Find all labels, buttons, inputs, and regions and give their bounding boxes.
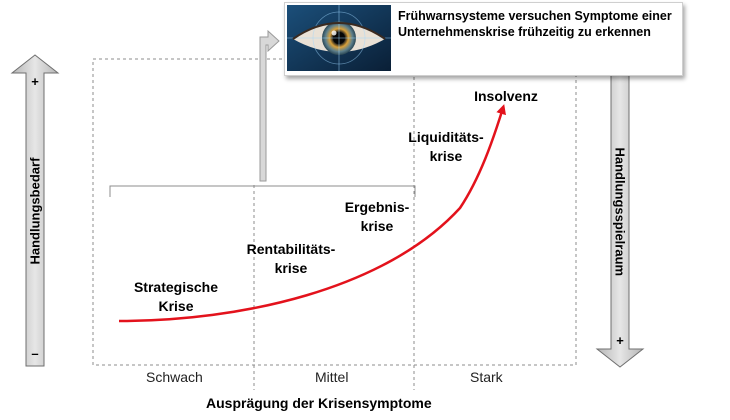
stage-label-line: Insolvenz bbox=[474, 88, 538, 104]
stage-label-insolvency: Insolvenz bbox=[458, 87, 554, 106]
left-axis-arrow bbox=[10, 54, 60, 367]
x-category-weak: Schwach bbox=[146, 369, 203, 385]
right-axis-title: Handlungsspielraum bbox=[612, 147, 628, 277]
stage-label-earnings-crisis: Ergebnis- krise bbox=[329, 198, 425, 236]
stage-label-profitability-crisis: Rentabilitäts- krise bbox=[236, 240, 346, 278]
stage-label-line: Liquiditäts- bbox=[408, 129, 484, 145]
right-axis-arrow bbox=[595, 58, 645, 368]
stage-label-strategic-crisis: Strategische Krise bbox=[118, 278, 234, 316]
stage-label-line: Rentabilitäts- bbox=[246, 241, 336, 257]
symptom-bracket bbox=[109, 185, 416, 197]
stage-label-line: krise bbox=[429, 148, 463, 164]
eye-scan-image bbox=[287, 5, 391, 71]
x-category-strong: Stark bbox=[470, 369, 503, 385]
stage-label-line: krise bbox=[360, 218, 394, 234]
stage-label-liquidity-crisis: Liquiditäts- krise bbox=[397, 128, 495, 166]
escalation-curve bbox=[118, 104, 506, 323]
stage-label-line: krise bbox=[274, 260, 308, 276]
stage-label-line: Ergebnis- bbox=[344, 199, 410, 215]
x-axis-title: Ausprägung der Krisensymptome bbox=[206, 395, 432, 411]
stage-label-line: Strategische bbox=[133, 279, 219, 295]
left-axis-top-sign: + bbox=[31, 74, 39, 89]
left-axis-bottom-sign: – bbox=[31, 346, 39, 361]
right-axis-bottom-sign: + bbox=[616, 333, 624, 348]
stage-label-line: Krise bbox=[158, 298, 194, 314]
left-axis-title: Handlungsbedarf bbox=[27, 157, 43, 265]
x-category-medium: Mittel bbox=[315, 369, 349, 385]
early-warning-callout: Frühwarnsysteme versuchen Symptome einer… bbox=[284, 2, 683, 76]
callout-connector-arrow bbox=[259, 29, 280, 182]
eye-scan-graphic bbox=[287, 5, 391, 71]
callout-text: Frühwarnsysteme versuchen Symptome einer… bbox=[398, 9, 672, 39]
